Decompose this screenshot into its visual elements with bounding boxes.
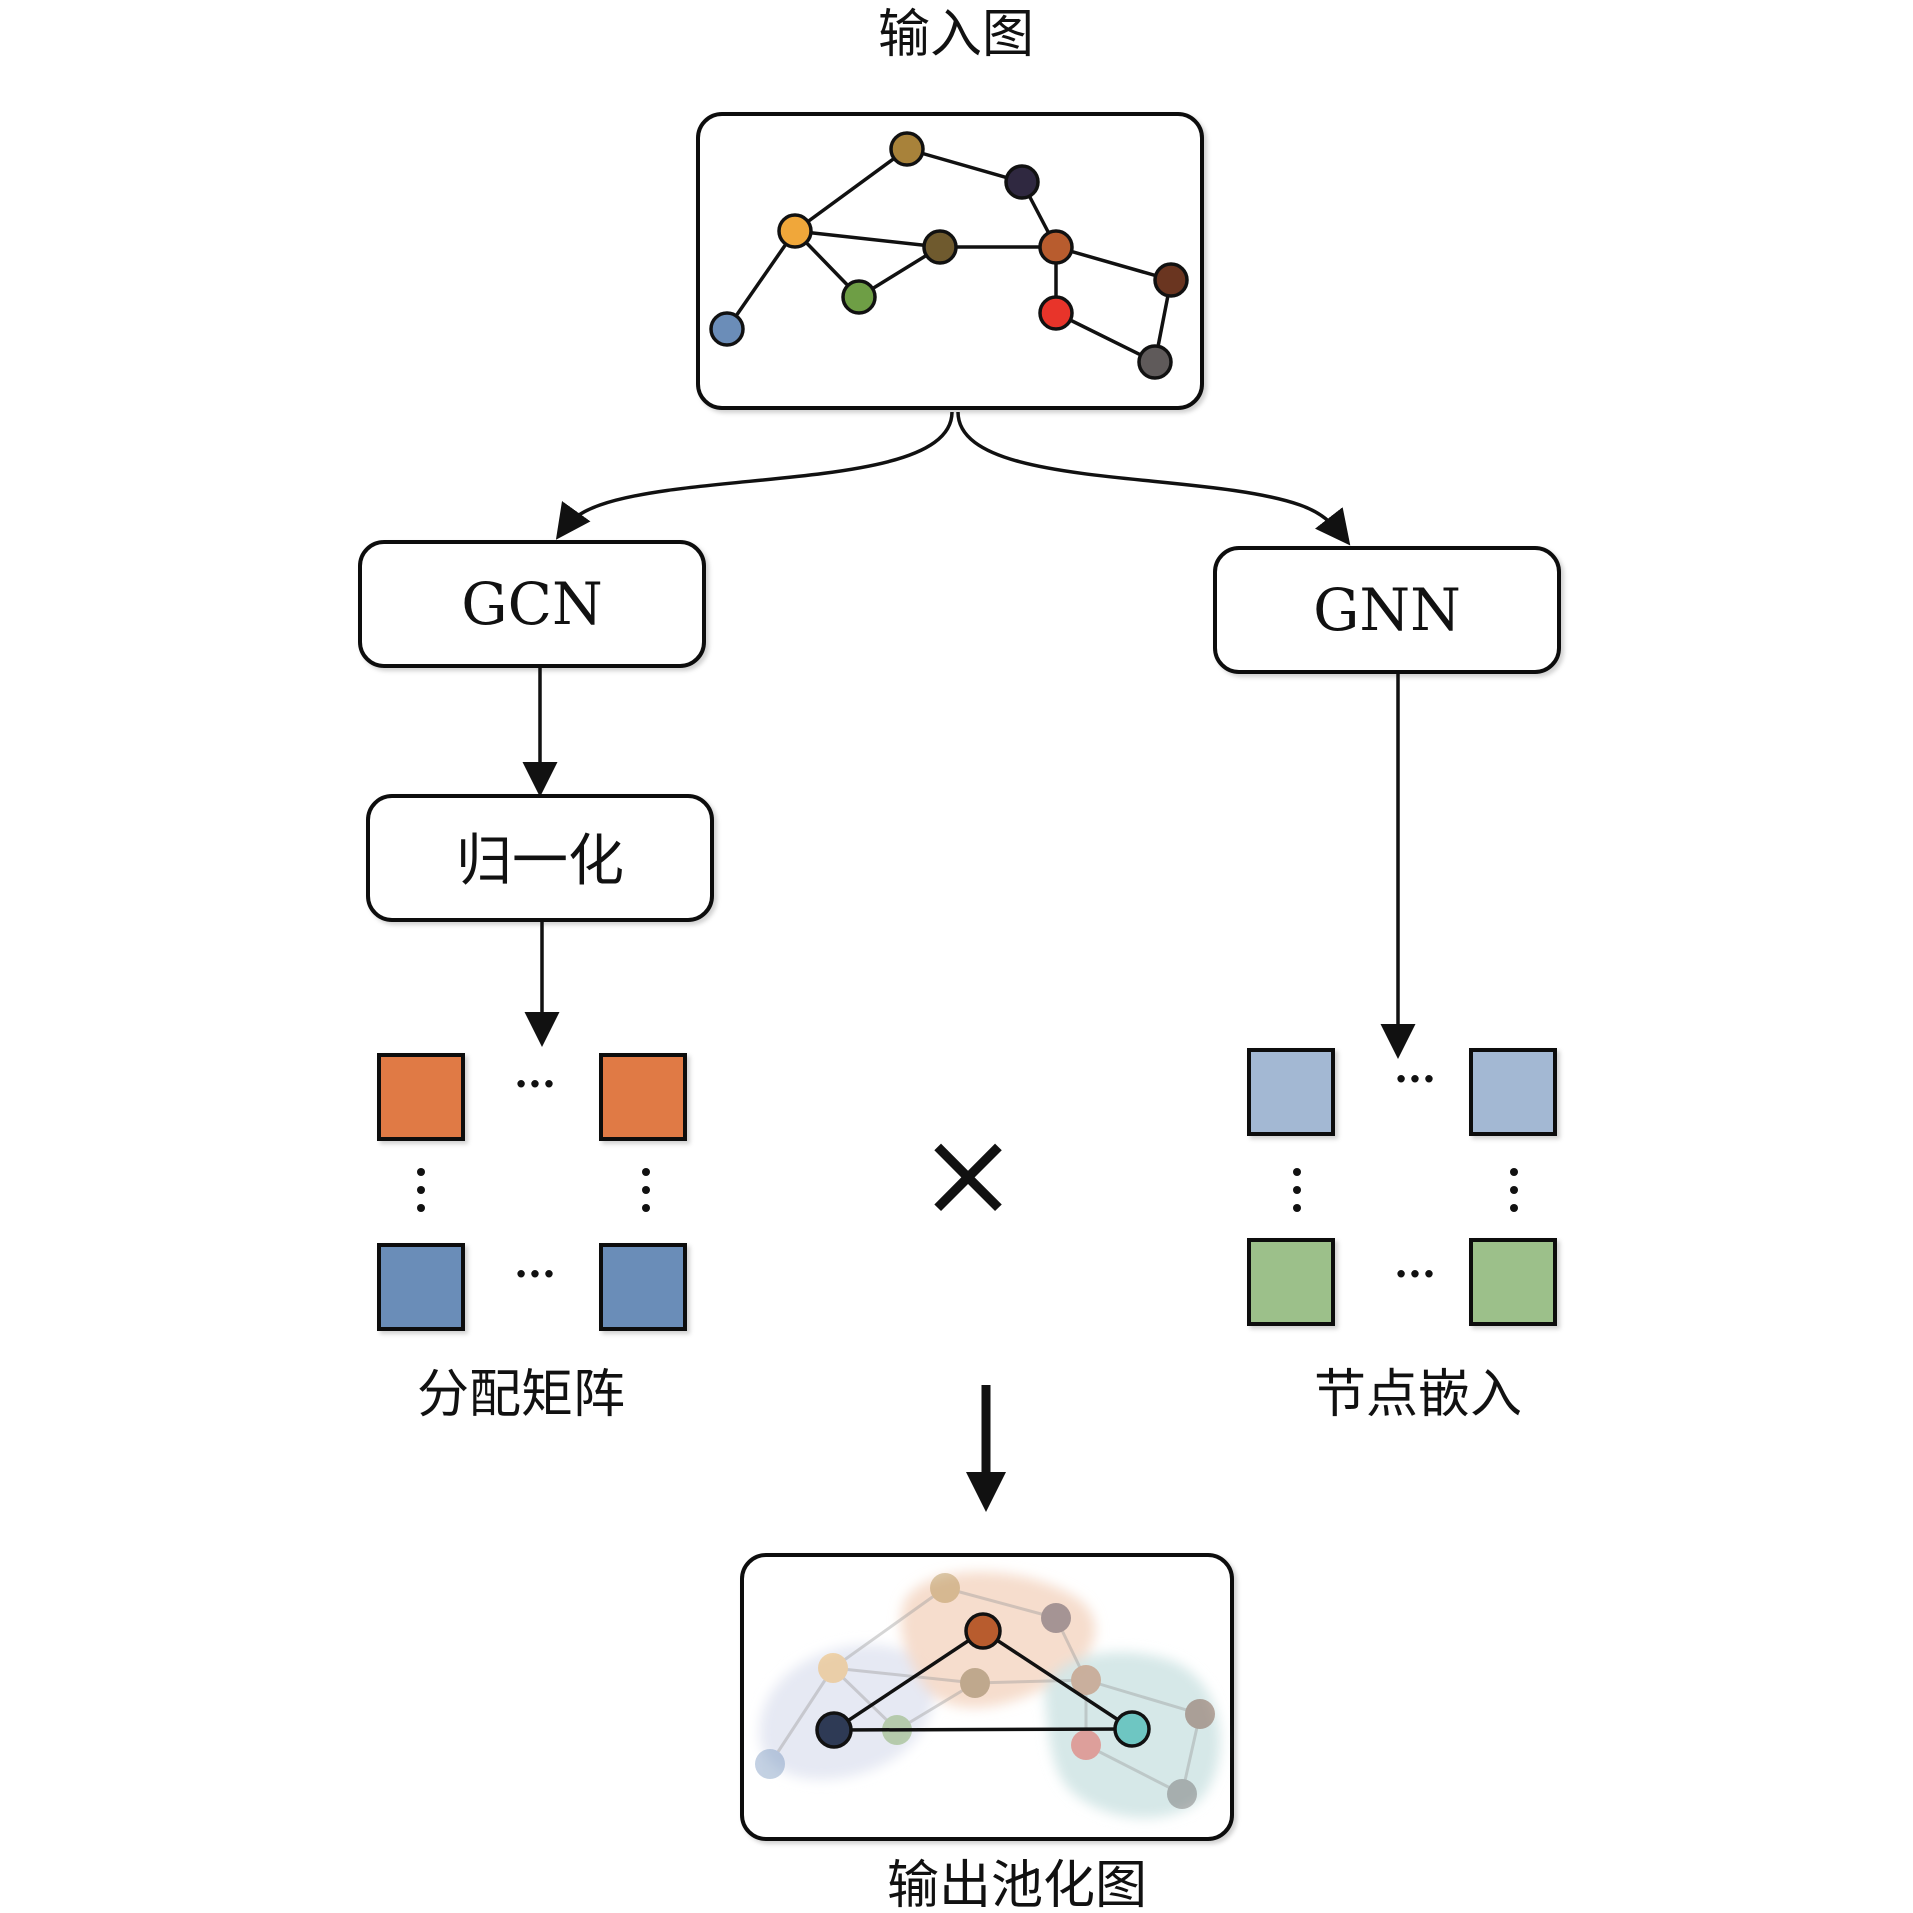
edge-n1-n2 — [906, 147, 1023, 184]
faded-node-n7 — [755, 1749, 785, 1779]
graph-node-n10 — [1137, 344, 1173, 380]
graph-node-n6 — [841, 279, 877, 315]
edge-n3-n7 — [725, 230, 797, 330]
embed-square-bottom-left — [1247, 1238, 1335, 1326]
graph-node-n9 — [1038, 295, 1074, 331]
faded-node-n5 — [1071, 1665, 1101, 1695]
input-graph-nodes — [709, 131, 1189, 380]
graph-node-n3 — [777, 213, 813, 249]
embed-ellipsis-top: ··· — [1394, 1056, 1436, 1103]
pooled-edge-s1-s2 — [833, 1629, 984, 1732]
super-node-s3 — [1113, 1710, 1151, 1748]
faded-original-graph — [755, 1573, 1215, 1809]
node-embedding-label: 节点嵌入 — [1314, 1365, 1522, 1425]
output-pooled-graph-label: 输出池化图 — [887, 1856, 1147, 1913]
graph-node-n8 — [1153, 262, 1189, 298]
embed-square-top-left — [1247, 1048, 1335, 1136]
assign-vertical-dots-left — [417, 1168, 425, 1212]
faded-node-n2 — [1041, 1603, 1071, 1633]
embed-ellipsis-bottom: ··· — [1394, 1251, 1436, 1298]
assign-square-bottom-right — [599, 1243, 687, 1331]
normalize-label: 归一化 — [456, 829, 624, 894]
graph-node-n2 — [1004, 164, 1040, 200]
edge-n5-n8 — [1055, 245, 1172, 282]
gcn-label: GCN — [461, 570, 602, 638]
result-down-arrow-head — [966, 1472, 1006, 1512]
split-arrow-right — [956, 411, 1351, 546]
faded-node-n3 — [818, 1653, 848, 1683]
pooled-edge-s1-s3 — [833, 1727, 1133, 1732]
edge-n9-n10 — [1055, 311, 1156, 364]
gcn-box — [358, 540, 706, 668]
node-embedding-matrix: ··· ··· — [1247, 1048, 1557, 1326]
graph-node-n4 — [922, 229, 958, 265]
input-graph-label: 输入图 — [878, 5, 1034, 65]
embed-square-top-right — [1469, 1048, 1557, 1136]
assign-square-top-left — [377, 1053, 465, 1141]
gnn-box — [1213, 546, 1561, 674]
multiply-sign: × — [918, 1105, 1019, 1244]
assign-vertical-dots-right — [642, 1168, 650, 1212]
assign-square-top-right — [599, 1053, 687, 1141]
gnn-label: GNN — [1313, 576, 1461, 644]
pooled-edge-s2-s3 — [982, 1629, 1133, 1731]
faded-node-n4 — [960, 1668, 990, 1698]
assignment-matrix: ··· ··· — [377, 1053, 687, 1331]
assignment-matrix-label: 分配矩阵 — [417, 1365, 625, 1425]
normalize-box — [366, 794, 714, 922]
edge-n3-n4 — [794, 229, 941, 249]
embed-square-bottom-right — [1469, 1238, 1557, 1326]
faded-node-n10 — [1167, 1779, 1197, 1809]
edge-n1-n3 — [793, 147, 909, 233]
cluster-blue — [759, 1644, 935, 1780]
super-node-s1 — [815, 1711, 853, 1749]
graph-node-n1 — [889, 131, 925, 167]
super-node-s2 — [964, 1612, 1002, 1650]
assign-ellipsis-top: ··· — [514, 1061, 556, 1108]
split-arrow-left — [555, 411, 954, 540]
graph-node-n7 — [709, 311, 745, 347]
faded-node-n8 — [1185, 1699, 1215, 1729]
embed-vertical-dots-left — [1293, 1168, 1301, 1212]
assign-square-bottom-left — [377, 1243, 465, 1331]
faded-node-n1 — [930, 1573, 960, 1603]
embed-vertical-dots-right — [1510, 1168, 1518, 1212]
pooled-graph — [815, 1612, 1151, 1749]
faded-node-n9 — [1071, 1730, 1101, 1760]
graph-node-n5 — [1038, 229, 1074, 265]
assign-ellipsis-bottom: ··· — [514, 1251, 556, 1298]
